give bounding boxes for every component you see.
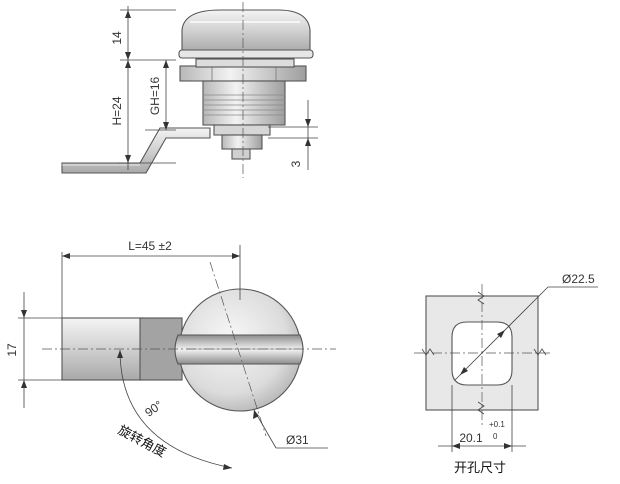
side-dimension-lines: [118, 6, 318, 170]
cam-bar: [61, 127, 211, 174]
break-mark-top: [477, 291, 485, 305]
knob-disc: [174, 288, 304, 412]
front-view: L=45 ±2 17 Ø31 90° 旋转角度: [5, 239, 336, 470]
dim-width: 17: [5, 343, 19, 357]
break-mark-left: [421, 348, 435, 356]
break-mark-bottom: [477, 401, 485, 415]
cutout-caption: 开孔尺寸: [454, 461, 506, 476]
dim-tolerance-upper: +0.1: [489, 420, 505, 429]
dim-rotation-angle: 90°: [142, 398, 165, 420]
dim-cam-thickness: 3: [289, 160, 303, 167]
lock-body: [202, 80, 286, 136]
dim-cutout-diameter: Ø22.5: [562, 272, 595, 286]
cutout-dimension-lines: [438, 286, 598, 452]
label-rotation-angle: 旋转角度: [115, 422, 168, 461]
dim-length: L=45 ±2: [128, 239, 172, 253]
front-center-line-diag: [209, 261, 267, 437]
dim-h: H=24: [110, 96, 124, 125]
break-mark-right: [533, 348, 547, 356]
cutout-view: Ø22.5 20.1 +0.1 0 开孔尺寸: [414, 272, 598, 476]
dim-gh: GH=16: [148, 76, 162, 115]
dim-knob-diameter: Ø31: [286, 433, 309, 447]
dim-cutout-flat: 20.1: [459, 431, 483, 445]
dim-tolerance-lower: 0: [493, 432, 498, 441]
side-view: 14 H=24 GH=16 3: [61, 2, 318, 178]
dim-knob-height: 14: [110, 31, 124, 45]
cam-screw: [221, 134, 263, 160]
knob-head: [178, 9, 314, 59]
front-dimension-lines: [18, 245, 328, 470]
hex-nut: [179, 58, 307, 82]
lever-arm: [61, 317, 183, 381]
